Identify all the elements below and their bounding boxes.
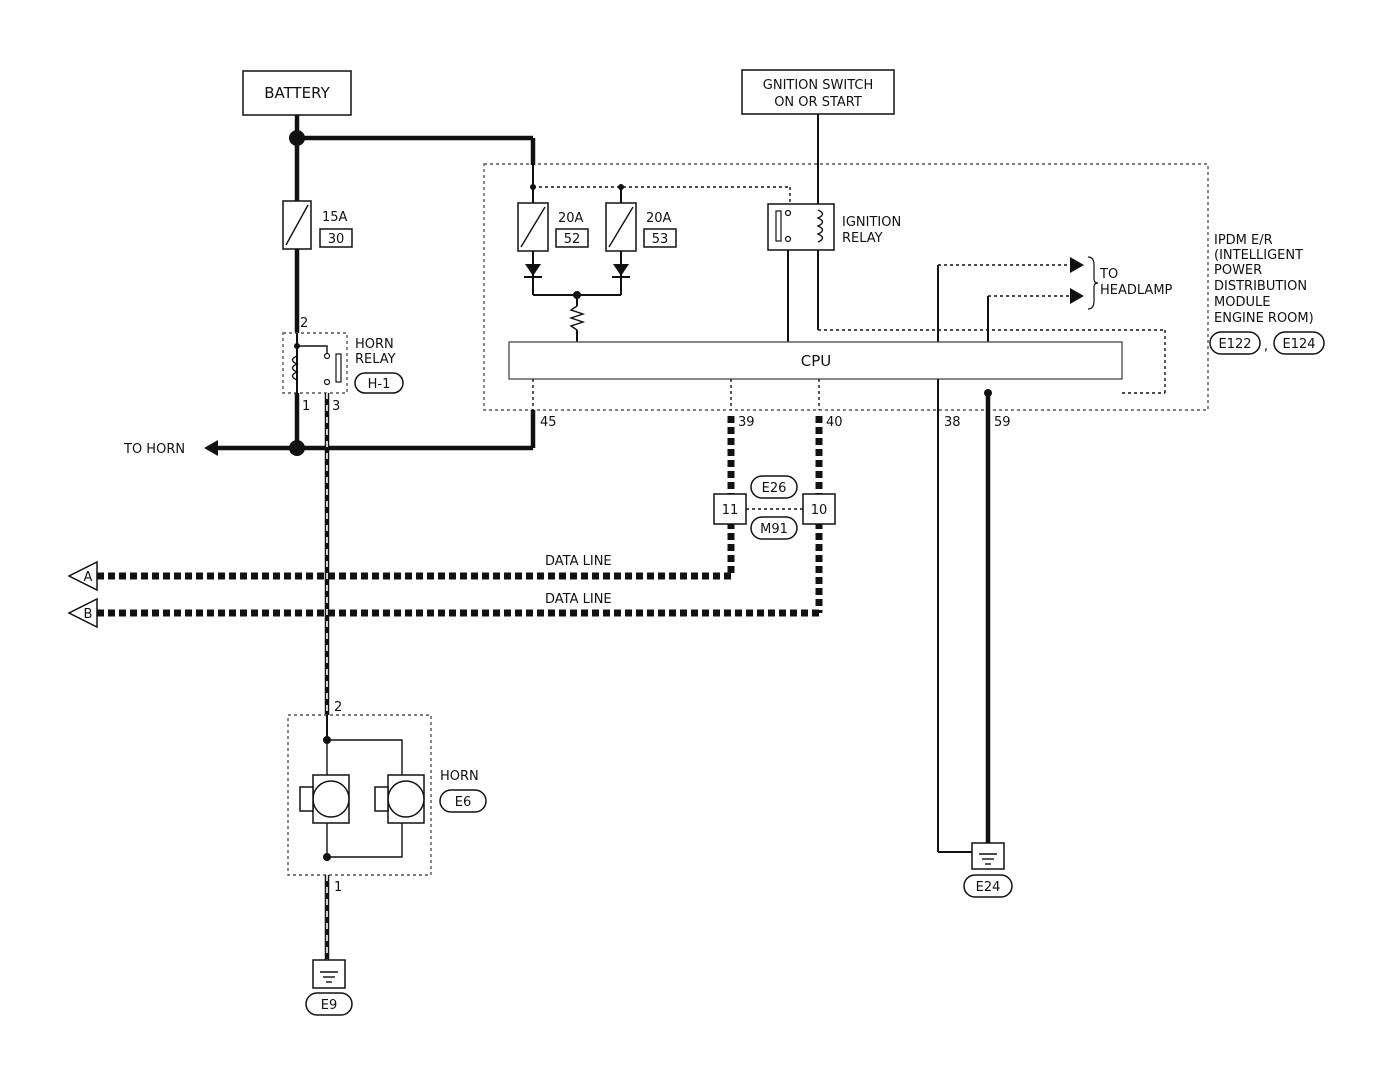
horn-pin-2: 2 xyxy=(334,700,342,715)
off-page-arrow-a xyxy=(67,560,98,592)
pin-39: 39 xyxy=(738,415,755,430)
diode-53 xyxy=(613,264,629,276)
ipdm-label-6: ENGINE ROOM) xyxy=(1214,311,1314,326)
headlamp-brace xyxy=(1087,256,1099,310)
ipdm-label-2: (INTELLIGENT xyxy=(1214,248,1303,263)
data-line-b-label: DATA LINE xyxy=(545,592,612,607)
to-headlamp-label-1: TO xyxy=(1099,267,1118,282)
battery-label: BATTERY xyxy=(264,84,330,102)
fuse-30 xyxy=(282,200,312,250)
horn-relay-label-2: RELAY xyxy=(355,352,396,367)
cpu-label: CPU xyxy=(801,352,832,370)
horn-speaker-2-icon xyxy=(374,774,425,824)
diode-52 xyxy=(525,264,541,276)
horn-connector: E6 xyxy=(455,795,472,810)
headlamp-arrow-2 xyxy=(1070,288,1084,304)
fuse-52 xyxy=(517,202,549,252)
off-page-label-b: B xyxy=(84,607,93,622)
to-headlamp-label-2: HEADLAMP xyxy=(1100,283,1173,298)
ipdm-connector-separator: , xyxy=(1264,339,1268,354)
pin-40: 40 xyxy=(826,415,843,430)
joint-connector-11-label: 11 xyxy=(722,503,739,518)
to-horn-arrow xyxy=(204,440,218,456)
horn-junction-dot xyxy=(289,440,305,456)
ipdm-connector-e124: E124 xyxy=(1282,337,1315,352)
ignition-relay-coil xyxy=(816,209,824,243)
ipdm-label-3: POWER xyxy=(1214,263,1262,278)
ignition-switch-label-2: ON OR START xyxy=(774,95,862,110)
joint-connector-10-label: 10 xyxy=(811,503,828,518)
fuse-53-number: 53 xyxy=(652,232,669,247)
data-line-a-label: DATA LINE xyxy=(545,554,612,569)
ignition-relay-label-1: IGNITION xyxy=(842,215,901,230)
ground-e24-icon xyxy=(971,842,1005,870)
horn-relay-pin-3: 3 xyxy=(332,399,340,414)
ignition-relay-box xyxy=(767,203,835,251)
ipdm-connector-e122: E122 xyxy=(1218,337,1251,352)
ipdm-label-5: MODULE xyxy=(1214,295,1270,310)
off-page-arrow-b xyxy=(67,597,98,629)
horn-relay-pin-1: 1 xyxy=(302,399,310,414)
resistor xyxy=(568,305,586,331)
pin-59: 59 xyxy=(994,415,1011,430)
battery-junction-dot xyxy=(289,130,305,146)
connector-e26: E26 xyxy=(762,481,787,496)
horn-relay-coil xyxy=(291,355,299,381)
fuse-53-amp: 20A xyxy=(646,211,672,226)
horn-box xyxy=(287,714,432,876)
connector-m91: M91 xyxy=(760,522,788,537)
headlamp-arrow-1 xyxy=(1070,257,1084,273)
fuse-30-number: 30 xyxy=(328,232,345,247)
fuse-53 xyxy=(605,202,637,252)
ipdm-label-4: DISTRIBUTION xyxy=(1214,279,1307,294)
ground-e9-label: E9 xyxy=(321,998,338,1013)
horn-speaker-1-icon xyxy=(299,774,350,824)
horn-pin-1: 1 xyxy=(334,880,342,895)
horn-relay-connector: H-1 xyxy=(368,377,391,392)
to-horn-label: TO HORN xyxy=(123,442,185,457)
cpu-box xyxy=(508,341,1123,380)
battery-box xyxy=(242,70,352,116)
pin-45: 45 xyxy=(540,415,557,430)
ignition-switch-label-1: GNITION SWITCH xyxy=(763,78,873,93)
horn-relay-label-1: HORN xyxy=(355,337,394,352)
horn-relay-box xyxy=(282,332,348,394)
pin-38: 38 xyxy=(944,415,961,430)
ipdm-module-box xyxy=(483,163,1209,411)
ground-e24-label: E24 xyxy=(976,880,1001,895)
fuse-52-amp: 20A xyxy=(558,211,584,226)
fuse-52-number: 52 xyxy=(564,232,581,247)
ignition-relay-label-2: RELAY xyxy=(842,231,883,246)
fuse-30-amp: 15A xyxy=(322,210,348,225)
ground-e9-icon xyxy=(312,959,346,989)
horn-label: HORN xyxy=(440,769,479,784)
joint-connector-11 xyxy=(713,493,747,525)
horn-relay-pin-2: 2 xyxy=(300,316,308,331)
off-page-label-a: A xyxy=(84,570,93,585)
ipdm-label-1: IPDM E/R xyxy=(1214,233,1273,248)
